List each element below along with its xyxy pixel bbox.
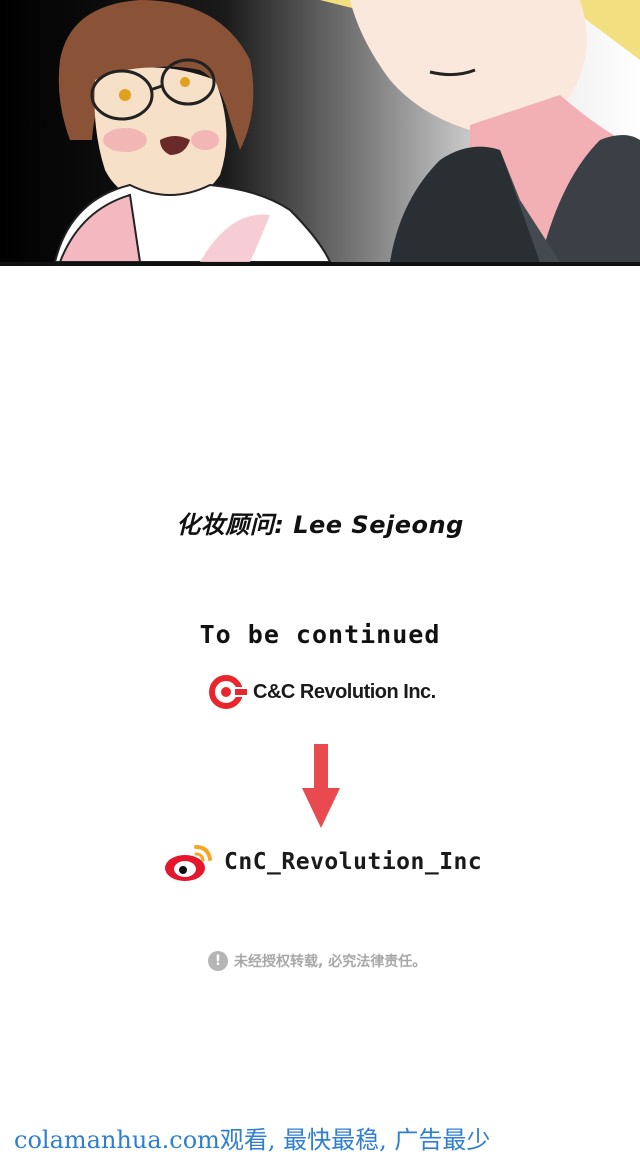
cnc-logo-icon (209, 675, 247, 709)
to-be-continued-text: To be continued (199, 620, 441, 649)
down-arrow-icon (302, 744, 340, 828)
site-watermark: colamanhua.com观看, 最快最稳, 广告最少 (14, 1126, 491, 1154)
exclamation-icon: ! (208, 951, 228, 971)
copyright-notice: ! 未经授权转载, 必究法律责任。 (208, 950, 426, 972)
weibo-account[interactable]: CnC_Revolution_Inc (164, 840, 482, 884)
makeup-credit-label: 化妆顾问: (176, 511, 285, 539)
comic-illustration (53, 0, 640, 262)
company-branding: C&C Revolution Inc. (209, 674, 436, 710)
company-name: C&C Revolution Inc. (253, 680, 436, 703)
makeup-credit: 化妆顾问: Lee Sejeong (0, 505, 640, 540)
comic-panel (0, 0, 640, 266)
copyright-notice-text: 未经授权转载, 必究法律责任。 (234, 954, 427, 970)
weibo-handle: CnC_Revolution_Inc (224, 849, 483, 875)
makeup-credit-name: Lee Sejeong (293, 511, 464, 539)
weibo-icon (165, 845, 212, 881)
